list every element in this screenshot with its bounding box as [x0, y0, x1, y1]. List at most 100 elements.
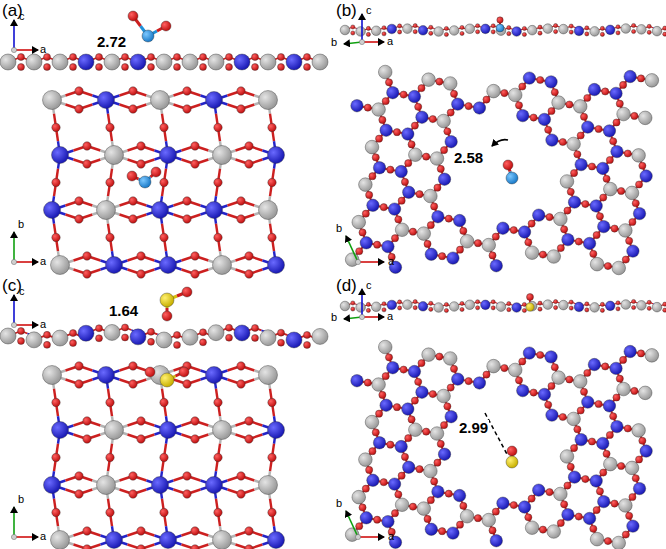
atom — [522, 32, 526, 36]
atom — [52, 508, 60, 516]
atom — [252, 64, 259, 71]
atom — [460, 31, 464, 35]
atom — [574, 302, 584, 312]
atom — [96, 54, 103, 61]
atom — [52, 233, 60, 241]
atom — [616, 301, 620, 305]
atom — [382, 240, 394, 252]
atom — [395, 223, 409, 237]
atom — [356, 303, 366, 313]
atom — [621, 24, 631, 34]
atom — [632, 23, 636, 27]
atom — [106, 123, 114, 131]
atom — [44, 202, 61, 219]
atom — [569, 30, 573, 34]
atom — [543, 24, 553, 34]
atom — [356, 248, 363, 255]
atom — [174, 64, 181, 71]
atom — [245, 252, 253, 260]
atom — [633, 207, 645, 219]
atom — [530, 114, 537, 121]
atom — [367, 199, 379, 211]
atom — [366, 308, 370, 312]
atom — [44, 64, 51, 71]
atom — [191, 270, 199, 278]
atom — [560, 175, 574, 189]
atom — [632, 200, 639, 207]
atom — [429, 307, 433, 311]
atom — [351, 25, 355, 29]
atom — [557, 244, 564, 251]
atom — [510, 227, 517, 234]
atom — [496, 302, 506, 312]
atom — [366, 302, 370, 306]
atom — [425, 248, 437, 260]
atom — [278, 329, 285, 336]
atom — [52, 123, 60, 131]
atom — [585, 308, 589, 312]
atom — [387, 24, 397, 34]
atom — [379, 116, 386, 123]
atom — [600, 32, 604, 36]
atom — [437, 165, 444, 172]
atom — [152, 202, 169, 219]
atom — [340, 25, 350, 35]
atom — [151, 91, 170, 110]
atom — [491, 306, 495, 310]
atom — [427, 222, 434, 229]
atom — [259, 91, 278, 110]
atom — [559, 138, 566, 145]
atom — [70, 64, 77, 71]
atom — [465, 24, 475, 34]
atom — [403, 186, 415, 198]
atom — [487, 84, 501, 98]
atom — [372, 429, 379, 436]
atom — [604, 182, 618, 196]
atom — [371, 26, 381, 36]
atom — [444, 308, 448, 312]
atom — [400, 91, 407, 98]
atom — [616, 307, 620, 311]
atom — [569, 306, 573, 310]
atom — [245, 270, 253, 278]
atom — [226, 54, 233, 61]
atom — [387, 441, 394, 448]
atom — [356, 523, 363, 530]
atom — [445, 215, 452, 222]
atom — [413, 24, 417, 28]
atom — [436, 78, 443, 85]
atom — [44, 341, 51, 348]
atom — [663, 32, 666, 36]
atom — [70, 54, 77, 61]
atom — [237, 490, 245, 498]
atom — [401, 178, 408, 185]
atom — [304, 331, 311, 338]
atom — [152, 477, 169, 494]
atom — [137, 160, 145, 168]
atom — [174, 54, 181, 61]
atom — [439, 253, 446, 260]
atom — [519, 83, 526, 90]
atom — [137, 435, 145, 443]
atom — [398, 30, 402, 34]
atom — [465, 300, 475, 310]
atom — [438, 173, 450, 185]
atom — [268, 147, 285, 164]
atom — [445, 135, 457, 147]
atom — [567, 188, 574, 195]
atom — [75, 362, 83, 370]
atom — [490, 260, 502, 272]
atom — [268, 233, 276, 241]
atom — [213, 531, 232, 549]
atom — [359, 178, 373, 192]
atom — [538, 25, 542, 29]
atom — [160, 147, 177, 164]
atom — [606, 156, 613, 163]
atom — [366, 26, 370, 30]
atom — [515, 102, 522, 109]
atom — [214, 398, 222, 406]
atom — [408, 141, 415, 148]
atom — [611, 225, 618, 232]
atom — [424, 240, 431, 247]
atom — [200, 54, 207, 61]
